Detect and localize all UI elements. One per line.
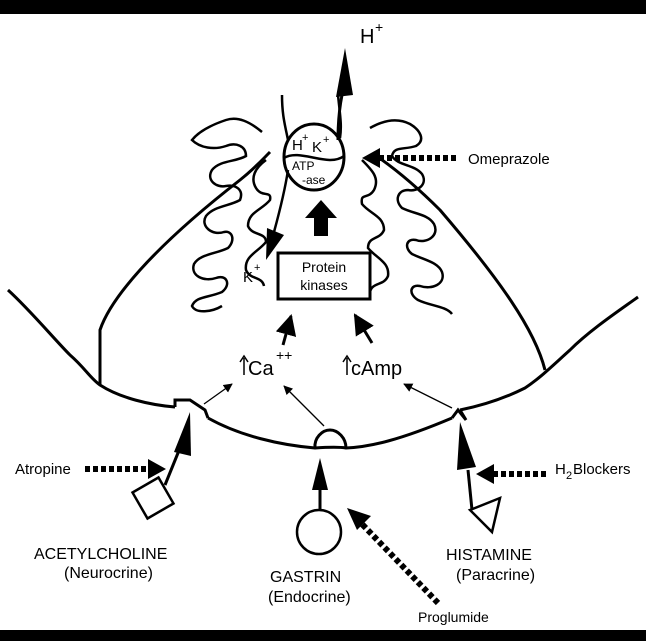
kinase-to-pump-arrow	[305, 200, 337, 236]
gastrin-label: GASTRIN	[270, 569, 341, 586]
protein-label-line2: kinases	[300, 277, 347, 293]
ca-label: Ca	[248, 358, 274, 380]
pump-h-sup: +	[302, 132, 308, 144]
k-plus-arrow	[266, 170, 288, 260]
pump-k-label: K	[312, 139, 322, 156]
ca-sup: ++	[276, 347, 292, 363]
h2-blockers-label: H 2 Blockers	[555, 461, 631, 482]
proglumide-block-arrow	[347, 508, 438, 603]
h2-label-main: H	[555, 461, 566, 478]
k-plus-sup: +	[254, 262, 260, 274]
signal-arrows	[204, 384, 452, 426]
gastrin-receptor	[297, 458, 341, 554]
gastrin-receptor-bump	[315, 430, 346, 448]
histamine-triangle-icon	[470, 498, 500, 532]
camp-label: cAmp	[351, 358, 402, 380]
histamine-label: HISTAMINE	[446, 547, 532, 564]
basal-membrane	[208, 418, 452, 448]
bottom-border-bar	[0, 630, 646, 641]
paracrine-label: (Paracrine)	[456, 567, 535, 584]
h2-label-sub: 2	[566, 470, 572, 482]
h-plus-secretion-arrow	[336, 48, 353, 140]
second-messenger-arrows	[283, 315, 372, 345]
acetylcholine-square-icon	[133, 478, 174, 519]
acetylcholine-receptor	[133, 412, 191, 518]
right-inner-wall	[375, 155, 545, 370]
pump-k-sup: +	[323, 134, 329, 146]
h2-label-rest: Blockers	[573, 461, 631, 478]
neurocrine-label: (Neurocrine)	[64, 565, 153, 582]
h-plus-sup: +	[375, 19, 383, 35]
ca-up-arrow-icon	[240, 356, 248, 375]
left-outer-membrane	[8, 290, 175, 407]
hk-atpase-pump: H + K + ATP -ase	[284, 124, 344, 190]
ca-label-group: Ca ++	[240, 347, 292, 380]
acetylcholine-label: ACETYLCHOLINE	[34, 546, 167, 563]
camp-up-arrow-icon	[343, 356, 351, 375]
gastrin-circle-icon	[297, 510, 341, 554]
h2-blocker-block-arrow	[476, 464, 546, 484]
acetylcholine-receptor-notch	[175, 400, 208, 418]
endocrine-label: (Endocrine)	[268, 589, 351, 606]
atropine-block-arrow	[85, 459, 166, 479]
atropine-label: Atropine	[15, 461, 71, 478]
proglumide-label: Proglumide	[418, 609, 489, 625]
omeprazole-label: Omeprazole	[468, 151, 550, 168]
protein-label-line1: Protein	[302, 259, 346, 275]
k-plus-label: K	[243, 269, 253, 286]
pump-atp-label: ATP	[292, 159, 314, 173]
camp-label-group: cAmp	[343, 356, 402, 380]
top-border-bar	[0, 0, 646, 14]
histamine-receptor-notch	[452, 410, 466, 420]
microvilli-right	[370, 121, 452, 314]
h-plus-label: H	[360, 26, 374, 48]
pump-ase-label: -ase	[302, 173, 326, 187]
protein-kinases-box: Protein kinases	[278, 253, 370, 299]
right-outer-membrane	[460, 297, 638, 410]
